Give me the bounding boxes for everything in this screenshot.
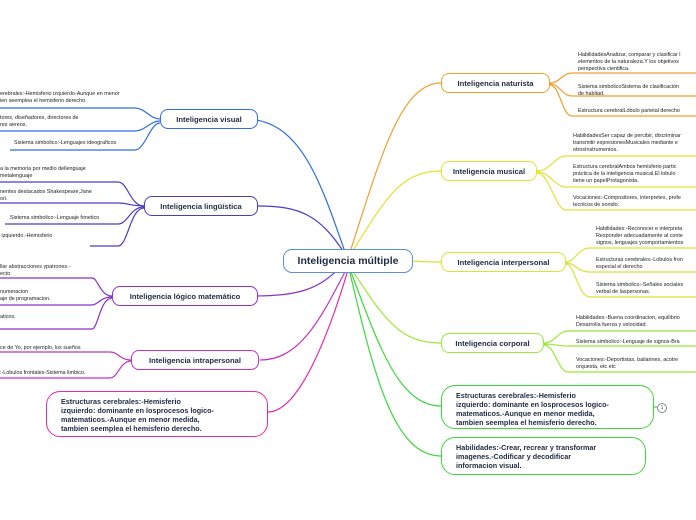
leaf-visual-sistema[interactable]: Sistema simbolico:-Lenguajes ideografico… [14,140,117,146]
leaf-link [0,202,145,207]
leaf-link [0,351,132,361]
branch-inteligencia-corporal[interactable]: Inteligencia corporal [441,333,544,353]
branch-inteligencia-logico-matematico[interactable]: Inteligencia lógico matemático [112,286,258,306]
branch-inteligencia-linguistica[interactable]: Inteligencia lingüística [144,196,258,216]
leaf-link [0,120,161,132]
leaf-link [549,83,696,97]
leaf-linguistica-estructuras[interactable]: izquierdo.-Hemisferio [0,233,53,239]
node-estructuras-cerebrales-left[interactable]: Estructuras cerebrales:-Hemisferio izqui… [46,391,268,437]
leaf-musical-habilidades[interactable]: HabilidadesSer capaz de percibir, discri… [573,133,681,153]
leaf-link [536,171,696,188]
link-corporal [351,269,442,344]
leaf-visual-vocaciones[interactable]: tores, diseñadores, directores de res ae… [0,115,79,128]
node-estructuras-cerebrales-right[interactable]: Estructuras cerebrales:-Hemisferio izqui… [441,385,654,429]
leaf-interpersonal-habilidades[interactable]: Habilidades:-Reconocer e interpreta Resp… [596,226,684,246]
leaf-musical-estructura[interactable]: Estructura cerebralAmbos hemisferio part… [573,164,677,184]
link-musical [351,170,442,253]
leaf-logico-habilidades[interactable]: llar abstracciones ypatrones.- ecto [0,264,71,277]
branch-inteligencia-musical[interactable]: Inteligencia musical [441,161,537,181]
leaf-linguistica-habilidades[interactable]: a la memoria por medio dellenguaje metal… [0,166,86,179]
leaf-link [0,296,113,306]
leaf-naturista-sistema[interactable]: Sistema simbolicoSistema de clasificació… [578,84,679,97]
leaf-intrapersonal-habilidades[interactable]: ce de Yo, por ejemplo, los sueños [0,345,81,351]
leaf-corporal-habilidades[interactable]: Habilidades:-Buena coordinacion, equilib… [576,315,680,328]
leaf-corporal-sistema[interactable]: Sistema simbolico:-Lenguaje de signos-Br… [576,339,680,345]
link-right-big2 [349,272,442,457]
leaf-link [543,344,696,373]
leaf-naturista-estructura[interactable]: Estructura cerebralLóbulo parietal derec… [578,108,680,114]
leaf-intrapersonal-estructuras[interactable]: :-Lobulos frontales-Sistema limbico. [0,370,86,376]
node-habilidades-visual[interactable]: Habilidades:-Crear, recrear y transforma… [441,437,646,475]
leaf-logico-sistema[interactable]: numeracion aje de programacion. [0,289,51,302]
link-intrapersonal [259,267,348,361]
leaf-link [10,122,161,151]
leaf-link [5,206,145,225]
leaf-link [543,343,696,347]
leaf-link [536,155,696,172]
leaf-link [565,262,696,273]
leaf-link [536,172,696,211]
link-right-big1 [350,271,442,407]
link-visual [245,118,346,253]
central-topic[interactable]: Inteligencia múltiple [283,249,413,273]
branch-inteligencia-naturista[interactable]: Inteligencia naturista [441,73,550,93]
link-linguistica [257,205,346,255]
leaf-link [0,360,132,379]
branch-inteligencia-visual[interactable]: Inteligencia visual [160,109,258,129]
link-naturista [349,82,442,253]
leaf-link [543,330,696,344]
leaf-logico-vocaciones[interactable]: aticos, [0,314,16,320]
leaf-link [565,247,696,263]
link-interpersonal [412,260,442,263]
leaf-link [549,84,696,117]
leaf-link [0,277,113,297]
branch-inteligencia-interpersonal[interactable]: Inteligencia interpersonal [441,252,566,272]
leaf-link [549,72,696,84]
leaf-link [565,263,696,298]
link-left-big [267,269,349,413]
leaf-link [0,297,113,330]
leaf-corporal-vocaciones[interactable]: Vocaciones:-Deportistas, bailarines, aco… [576,357,679,370]
leaf-naturista-habilidades[interactable]: HabilidadesAnalizar, comparar y clasific… [578,52,681,72]
leaf-visual-estructuras[interactable]: erebrales:-Hemisferio izquierdo-Aunque e… [0,91,120,104]
leaf-link [0,107,161,120]
leaf-musical-vocaciones[interactable]: Vocaciones:-Compositores, interpretes, p… [573,195,681,208]
leaf-link [90,207,145,247]
leaf-linguistica-sistema[interactable]: Sistema simbolico:-Lenguaje fonetico [10,215,100,221]
leaf-interpersonal-estructuras[interactable]: Estructuras cerebrales:-Lobulos fron esp… [596,257,683,270]
collapse-count-badge[interactable]: 1 [657,403,667,413]
leaf-link [0,181,145,207]
branch-inteligencia-intrapersonal[interactable]: Inteligencia intrapersonal [131,350,259,370]
leaf-linguistica-vocaciones[interactable]: nentes destacados Shakespeare,Jane ori. [0,189,92,202]
leaf-interpersonal-sistema[interactable]: Sistema simbolico:-Señales sociales verb… [596,282,684,295]
